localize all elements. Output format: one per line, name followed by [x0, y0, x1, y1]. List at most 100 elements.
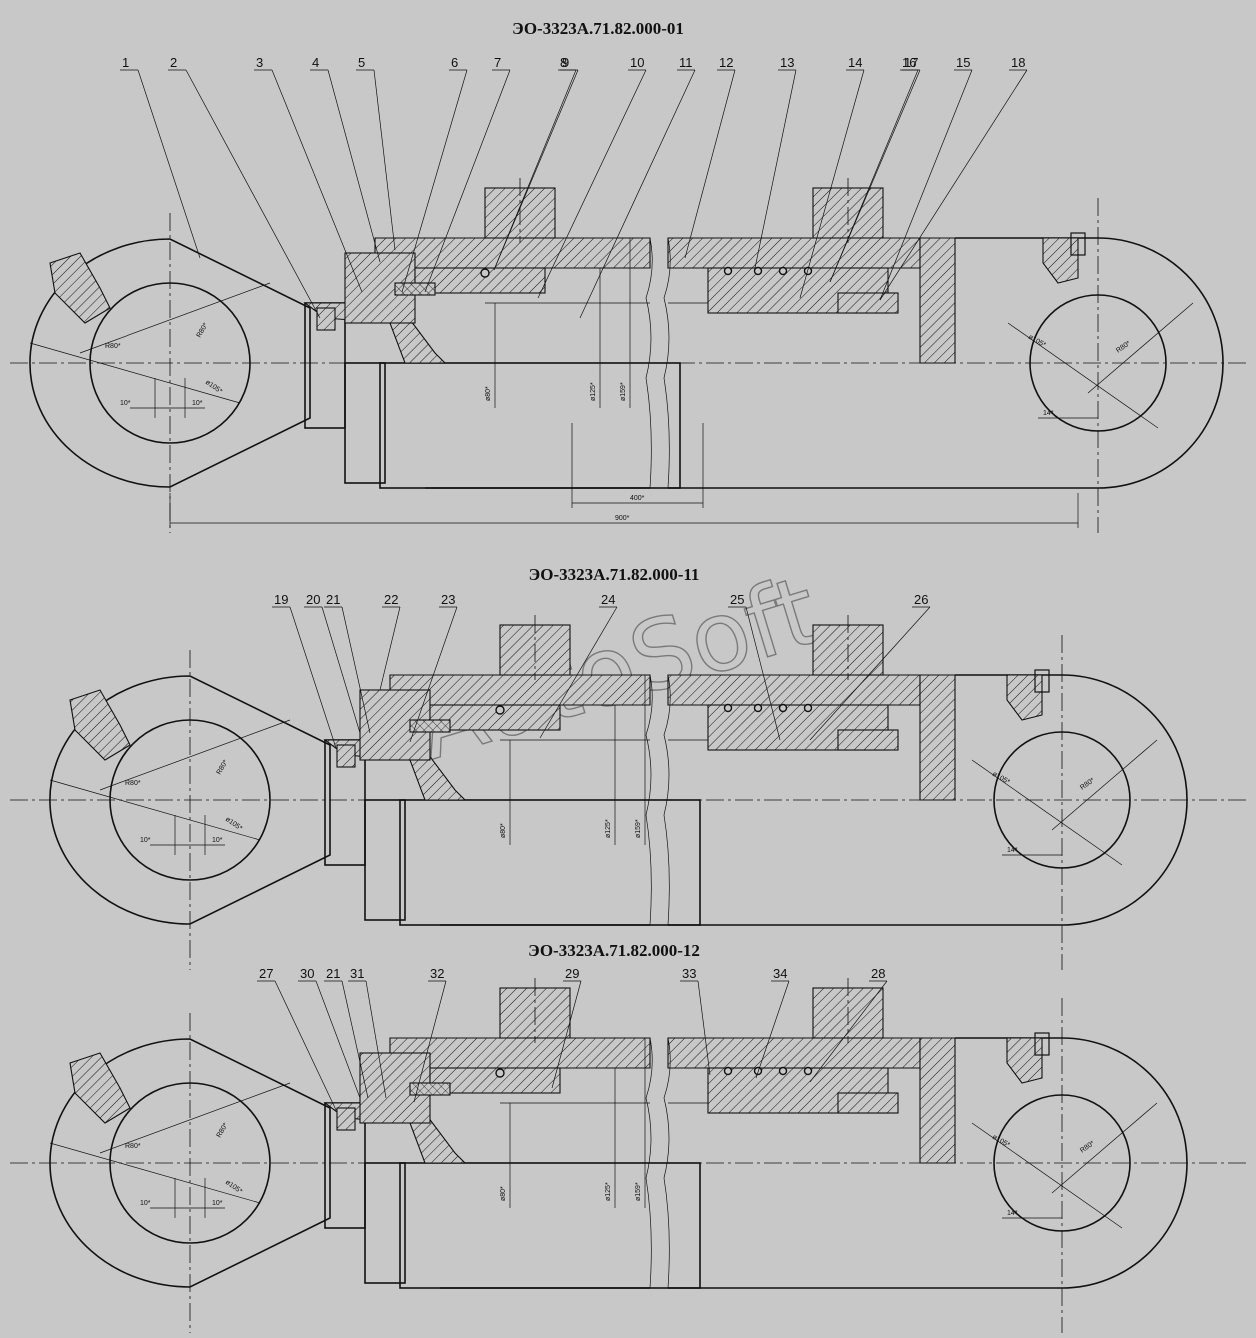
piston-oring-1	[723, 703, 733, 713]
wiper-seal	[316, 307, 336, 331]
callout-number: 21	[326, 966, 340, 981]
callout-number: 6	[451, 55, 458, 70]
right-eye-outer	[1061, 674, 1188, 926]
piston-oring-1	[723, 266, 733, 276]
break-line-right	[663, 1037, 671, 1289]
grease-fitting-section	[69, 689, 131, 761]
callout-leader	[321, 606, 361, 734]
right-offset-label: 14*	[1007, 847, 1018, 854]
piston-oring-2	[753, 1066, 763, 1076]
callout-number: 18	[1011, 55, 1025, 70]
drawing-title: ЭО-3323А.71.82.000-12	[528, 941, 700, 960]
callout-leader	[271, 69, 363, 293]
callout-number: 8	[560, 55, 567, 70]
piston-nut	[837, 292, 899, 314]
break-line-left	[645, 674, 653, 926]
rod-diameter-label: ø80*	[500, 823, 507, 838]
cylinder-drawing-3: ЭО-3323А.71.82.000-12R80*R80*ø105*10*10*…	[10, 941, 1250, 1333]
outer-diameter-label: ø159*	[620, 382, 627, 401]
callout-leader	[879, 69, 1028, 301]
gland-seal-pack	[409, 719, 451, 733]
callout-number: 34	[773, 966, 787, 981]
left-eye-radius-label: R80*	[125, 780, 141, 787]
left-offset-label-a: 10*	[120, 400, 131, 407]
callout-leader	[185, 69, 321, 319]
left-eye: R80*R80*ø105*10*10*	[49, 1013, 331, 1333]
barrel-wall-right	[667, 237, 921, 269]
callout-leader	[697, 980, 711, 1076]
left-eye-radius-label: R80*	[105, 343, 121, 350]
gland-bush	[429, 1067, 561, 1094]
bore-diameter-label: ø125*	[590, 382, 597, 401]
callout-leader	[493, 69, 579, 271]
callout-number: 30	[300, 966, 314, 981]
piston-oring-2	[753, 266, 763, 276]
piston-oring-3	[778, 1066, 788, 1076]
gland-seal-pack	[394, 282, 436, 296]
piston-oring-1	[723, 1066, 733, 1076]
callout-leader	[424, 69, 511, 293]
callout-leader	[551, 980, 582, 1089]
gland-oring	[495, 1068, 505, 1078]
callout-number: 5	[358, 55, 365, 70]
cylinder-drawing-2: ЭО-3323А.71.82.000-11R80*R80*ø105*10*10*…	[10, 565, 1250, 970]
break-line-left	[645, 1037, 653, 1289]
callout-leader	[829, 69, 921, 283]
callout-leader	[809, 606, 931, 741]
bore-diameter-label: ø125*	[605, 1182, 612, 1201]
gland-seal-pack	[409, 1082, 451, 1096]
piston-oring-2	[753, 703, 763, 713]
right-diameter-leader	[1007, 322, 1159, 429]
right-grease-section	[1006, 674, 1043, 721]
piston-oring-3	[778, 266, 788, 276]
callout-number: 31	[350, 966, 364, 981]
drawing-title: ЭО-3323А.71.82.000-01	[512, 19, 684, 38]
wiper-seal	[336, 1107, 356, 1131]
piston-nut	[837, 1092, 899, 1114]
callout-number: 7	[494, 55, 501, 70]
right-diameter-leader	[971, 1122, 1123, 1229]
gland-bush	[429, 704, 561, 731]
callout-leader	[137, 69, 201, 259]
callout-number: 12	[719, 55, 733, 70]
radius-leader	[29, 342, 241, 404]
right-radius-leader	[1051, 1102, 1158, 1194]
piston-oring-4	[803, 1066, 813, 1076]
callout-leader	[413, 980, 447, 1103]
radius-leader-2	[99, 719, 291, 791]
callout-leader	[809, 980, 888, 1083]
cylinder-bottom-section	[919, 674, 956, 801]
callout-number: 16	[902, 55, 916, 70]
callout-number: 14	[848, 55, 862, 70]
piston-oring-3	[778, 703, 788, 713]
cylinder-bottom-section	[919, 237, 956, 364]
rod-diameter-label: ø80*	[500, 1186, 507, 1201]
left-eye-outline	[49, 675, 331, 925]
radius-leader-2	[79, 282, 271, 354]
right-head: ø105*R80*14*	[919, 998, 1188, 1333]
callout-number: 19	[274, 592, 288, 607]
right-grease-fitting	[1070, 232, 1086, 256]
radius-leader-2	[99, 1082, 291, 1154]
outer-diameter-label: ø159*	[635, 819, 642, 838]
callout-number: 27	[259, 966, 273, 981]
piston-oring-4	[803, 703, 813, 713]
callout-number: 29	[565, 966, 579, 981]
callout-leader	[409, 606, 458, 743]
length-900-label: 900*	[615, 515, 630, 522]
length-dimensions: 400*900*	[169, 423, 1079, 528]
right-offset-label: 14*	[1043, 410, 1054, 417]
callout-number: 17	[904, 55, 918, 70]
rod-diameter-label: ø80*	[485, 386, 492, 401]
gland-oring	[480, 268, 490, 278]
rod-lower-half	[364, 1162, 406, 1284]
callout-number: 1	[122, 55, 129, 70]
callout-number: 9	[562, 55, 569, 70]
left-offset-label-a: 10*	[140, 1200, 151, 1207]
callout-leader	[315, 980, 361, 1099]
callout-number: 21	[326, 592, 340, 607]
callout-number: 13	[780, 55, 794, 70]
